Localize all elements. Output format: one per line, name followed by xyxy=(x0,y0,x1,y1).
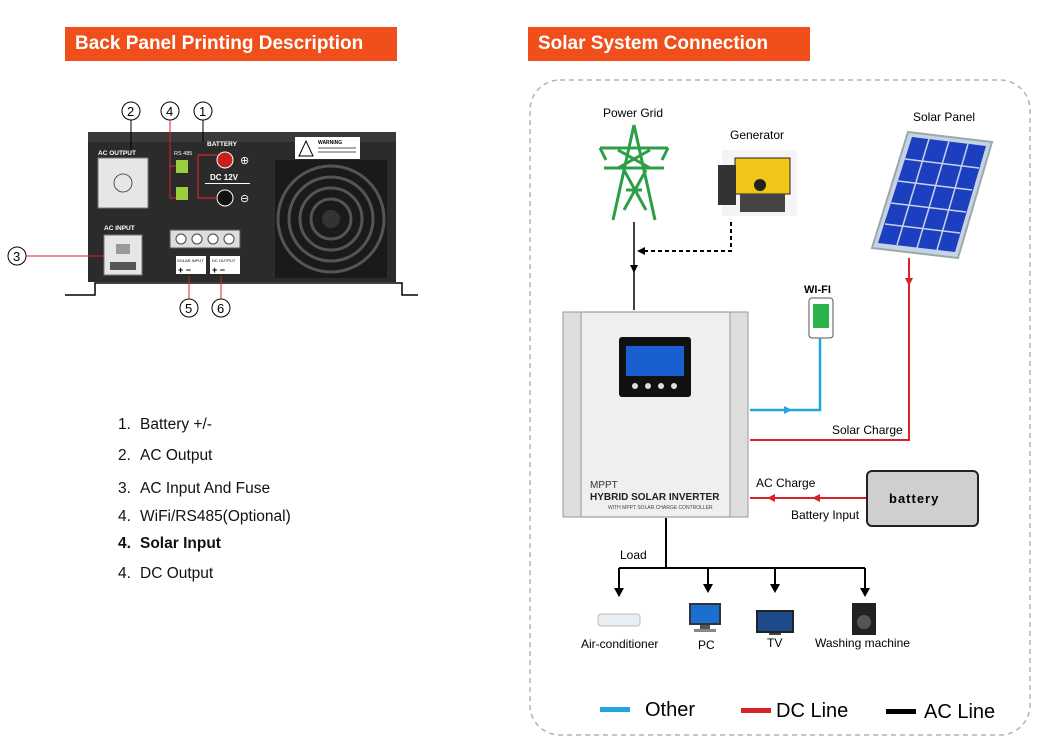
legend-dc-line: DC Line xyxy=(776,700,848,722)
connection-lines xyxy=(614,222,913,597)
legend: Other DC Line AC Line xyxy=(600,699,995,723)
ac-charge-label: AC Charge xyxy=(756,476,816,490)
callout-3: 3 xyxy=(13,249,20,264)
battery-terminal-label: BATTERY xyxy=(207,141,238,148)
power-grid-tower-icon xyxy=(598,124,670,221)
description-item: 1.Battery +/- xyxy=(118,416,212,433)
svg-text:⊖: ⊖ xyxy=(240,193,249,205)
svg-text:+ −: + − xyxy=(178,265,191,275)
wifi-label: WI-FI xyxy=(804,284,831,296)
inverter-subtitle: WITH MPPT SOLAR CHARGE CONTROLLER xyxy=(608,505,713,511)
air-conditioner-icon xyxy=(597,613,641,627)
legend-ac-line: AC Line xyxy=(924,701,995,723)
load-pc: PC xyxy=(698,638,715,652)
tv-icon xyxy=(756,610,794,635)
pc-icon xyxy=(689,603,721,632)
load-washing-machine: Washing machine xyxy=(815,636,910,650)
legend-other: Other xyxy=(645,699,695,721)
back-panel-device: AC OUTPUT AC INPUT RS 485 BATTERY ⊕ ⊖ DC… xyxy=(65,132,418,296)
inverter-brand: MPPT xyxy=(590,480,618,491)
rs485-label: RS 485 xyxy=(174,151,192,157)
battery-input-label: Battery Input xyxy=(791,508,860,522)
inverter-title: HYBRID SOLAR INVERTER xyxy=(590,492,720,503)
back-panel-heading: Back Panel Printing Description xyxy=(65,27,397,61)
battery-label: battery xyxy=(889,491,939,506)
battery-box xyxy=(866,470,979,527)
description-item: 2.AC Output xyxy=(118,447,213,464)
callout-5: 5 xyxy=(185,301,192,316)
dc-output-label: DC OUTPUT xyxy=(212,258,236,263)
power-grid-label: Power Grid xyxy=(603,106,663,120)
solar-input-label: SOLAR INPUT xyxy=(177,258,204,263)
callout-1: 1 xyxy=(199,104,206,119)
generator-label: Generator xyxy=(730,128,784,142)
callout-6: 6 xyxy=(217,301,224,316)
legend-swatch-dc xyxy=(741,708,771,713)
load-label: Load xyxy=(620,548,647,562)
legend-swatch-other xyxy=(600,707,630,712)
wifi-device-icon xyxy=(808,297,834,339)
dc12v-label: DC 12V xyxy=(210,173,239,182)
callouts: 2 4 1 3 5 6 xyxy=(7,101,231,318)
solar-charge-label: Solar Charge xyxy=(832,423,903,437)
description-item: 4.Solar Input xyxy=(118,535,221,552)
solar-panel-icon xyxy=(870,130,994,260)
connection-frame xyxy=(529,79,1031,736)
load-air-conditioner: Air-conditioner xyxy=(581,637,658,651)
callout-4: 4 xyxy=(166,104,173,119)
svg-text:+ −: + − xyxy=(212,265,225,275)
warning-label: WARNING xyxy=(318,140,342,146)
description-item: 4.WiFi/RS485(Optional) xyxy=(118,508,291,525)
inverter-device xyxy=(562,311,749,518)
solar-connection-heading: Solar System Connection xyxy=(528,27,810,61)
ac-output-label: AC OUTPUT xyxy=(98,150,136,157)
description-item: 3.AC Input And Fuse xyxy=(118,480,271,497)
legend-swatch-ac xyxy=(886,709,916,714)
callout-2: 2 xyxy=(127,104,134,119)
ac-input-label: AC INPUT xyxy=(104,225,135,232)
washing-machine-icon xyxy=(852,603,876,635)
description-item: 4.DC Output xyxy=(118,565,214,582)
generator-icon xyxy=(718,150,797,216)
load-tv: TV xyxy=(767,636,782,650)
solar-panel-label: Solar Panel xyxy=(913,110,975,124)
svg-text:⊕: ⊕ xyxy=(240,155,249,167)
